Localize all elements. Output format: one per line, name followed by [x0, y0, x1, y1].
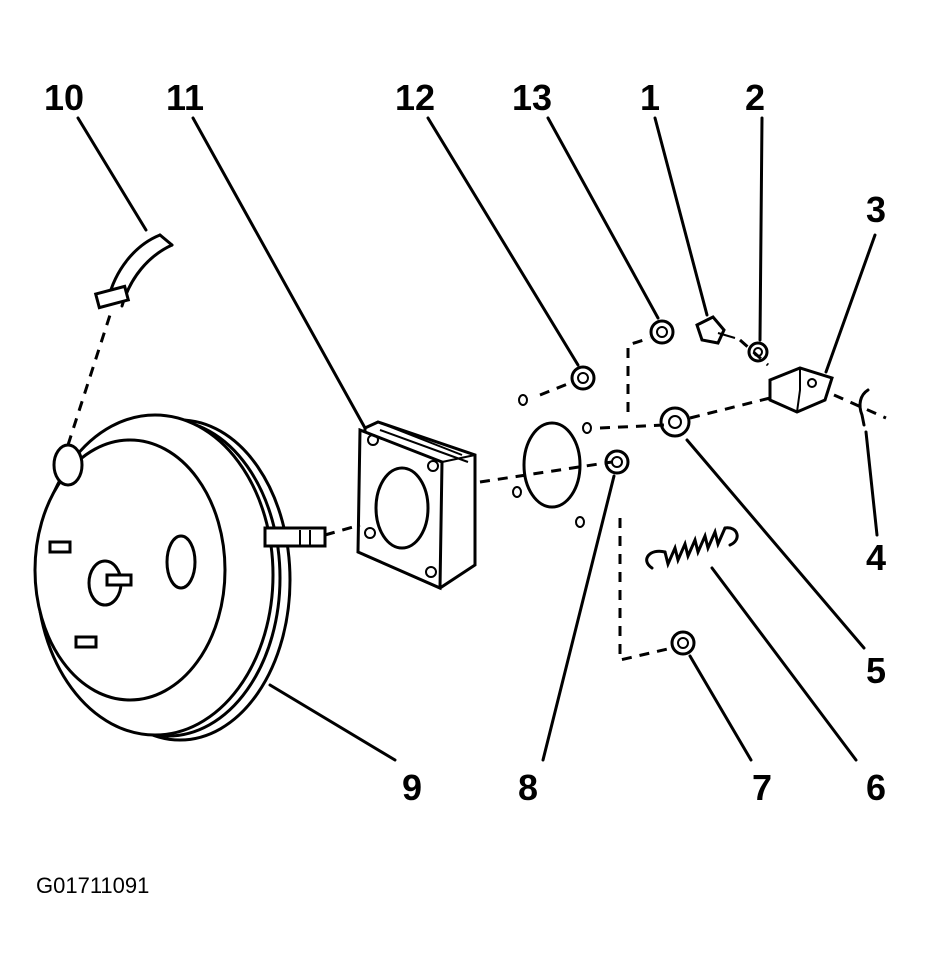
callout-3: 3 — [866, 189, 886, 230]
callout-7: 7 — [752, 767, 772, 808]
assembly-lines — [66, 314, 887, 662]
nut-5 — [659, 406, 691, 438]
booster-gasket — [356, 420, 477, 591]
vacuum-hose — [93, 233, 174, 310]
clevis-3 — [768, 366, 834, 414]
spring-6 — [645, 526, 739, 570]
callout-4: 4 — [866, 537, 886, 578]
callout-5: 5 — [866, 650, 886, 691]
callout-11: 11 — [166, 77, 204, 118]
o-ring — [522, 421, 582, 509]
callout-12: 12 — [395, 77, 435, 118]
nut-7 — [670, 630, 696, 656]
washer-2 — [747, 341, 769, 363]
nut-13 — [649, 319, 675, 345]
callout-8: 8 — [518, 767, 538, 808]
pin-1 — [695, 315, 736, 345]
callout-6: 6 — [866, 767, 886, 808]
callout-1: 1 — [640, 77, 660, 118]
callout-13: 13 — [512, 77, 552, 118]
callout-10: 10 — [44, 77, 84, 118]
figure-code: G01711091 — [36, 873, 149, 898]
leader-lines — [76, 116, 879, 762]
nut-12 — [570, 365, 596, 391]
callout-2: 2 — [745, 77, 765, 118]
brake-booster — [33, 413, 327, 742]
callout-9: 9 — [402, 767, 422, 808]
clip-4 — [858, 388, 870, 427]
mounting-holes — [512, 394, 592, 528]
